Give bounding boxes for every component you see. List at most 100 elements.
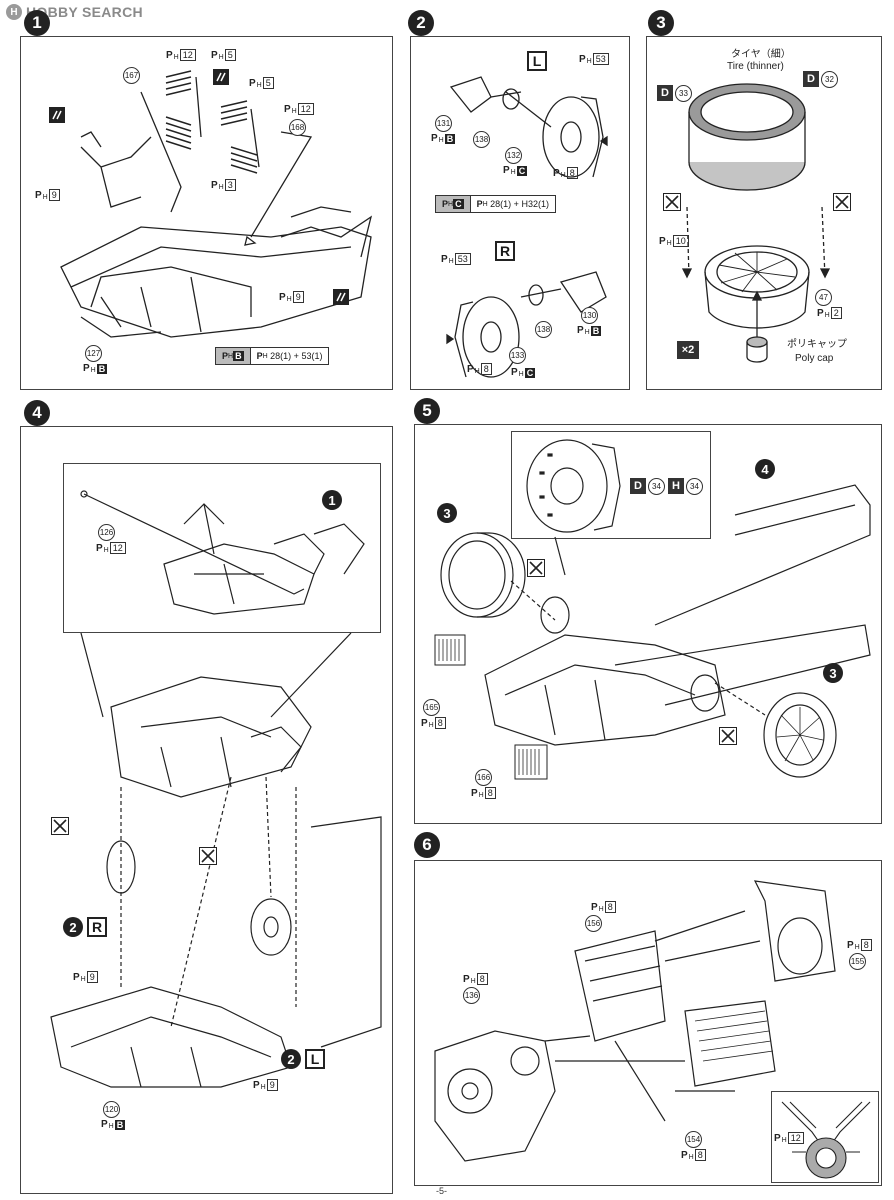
page-number: -5- bbox=[436, 1186, 447, 1196]
logo-text: HOBBY SEARCH bbox=[26, 4, 143, 20]
step-5-badge: 5 bbox=[414, 398, 440, 424]
glue-prohibited-icon bbox=[663, 193, 681, 211]
part-166: 166 bbox=[475, 769, 492, 786]
tire-label-en: Tire (thinner) bbox=[727, 61, 784, 72]
steering-rod-drawing bbox=[80, 490, 365, 615]
step-6-badge: 6 bbox=[414, 832, 440, 858]
side-marker-right: R bbox=[87, 917, 107, 937]
poly-cap-label-en: Poly cap bbox=[795, 353, 834, 364]
sub-step-2r-ref: 2 bbox=[63, 917, 83, 937]
part-120: 120 bbox=[103, 1101, 120, 1118]
v-engine-detail bbox=[781, 1101, 871, 1179]
step-4-badge: 4 bbox=[24, 400, 50, 426]
part-167: 167 bbox=[123, 67, 140, 84]
tire-label-jp: タイヤ（細） bbox=[731, 49, 791, 60]
part-138b: 138 bbox=[535, 321, 552, 338]
poly-cap-label-jp: ポリキャップ bbox=[787, 339, 847, 350]
part-131: 131 bbox=[435, 115, 452, 132]
part-156: 156 bbox=[585, 915, 602, 932]
part-136: 136 bbox=[463, 987, 480, 1004]
part-d34: 34 bbox=[648, 478, 665, 495]
quantity-badge: ×2 bbox=[677, 341, 699, 359]
hobby-search-logo: H HOBBY SEARCH bbox=[6, 4, 143, 20]
glue-prohibited-icon bbox=[527, 559, 545, 577]
sub-step-4-ref: 4 bbox=[755, 459, 775, 479]
part-d32: 32 bbox=[821, 71, 838, 88]
part-165: 165 bbox=[423, 699, 440, 716]
side-marker-left: L bbox=[305, 1049, 325, 1069]
paint-code-d: D bbox=[657, 85, 673, 101]
part-h34: 34 bbox=[686, 478, 703, 495]
part-155: 155 bbox=[849, 953, 866, 970]
part-154: 154 bbox=[685, 1131, 702, 1148]
sub-step-3b-ref: 3 bbox=[823, 663, 843, 683]
glue-prohibited-icon-2 bbox=[199, 847, 217, 865]
side-marker-right: R bbox=[495, 241, 515, 261]
sub-step-2l-ref: 2 bbox=[281, 1049, 301, 1069]
sub-step-3-ref: 3 bbox=[437, 503, 457, 523]
part-138: 138 bbox=[473, 131, 490, 148]
part-127: 127 bbox=[85, 345, 102, 362]
side-marker-left: L bbox=[527, 51, 547, 71]
paint-code-h: H bbox=[668, 478, 684, 494]
wheel-tire-drawing bbox=[681, 83, 831, 363]
step-1-badge: 1 bbox=[24, 10, 50, 36]
part-133: 133 bbox=[509, 347, 526, 364]
part-126: 126 bbox=[98, 524, 115, 541]
step-2-badge: 2 bbox=[408, 10, 434, 36]
glue-prohibited-icon bbox=[51, 817, 69, 835]
chassis-wheel-assembly-drawing bbox=[434, 484, 871, 780]
part-130: 130 bbox=[581, 307, 598, 324]
front-chassis-assembly-drawing bbox=[50, 632, 382, 1088]
glue-prohibited-icon-2 bbox=[833, 193, 851, 211]
paint-code-d2: D bbox=[803, 71, 819, 87]
part-168: 168 bbox=[289, 119, 306, 136]
step-3-badge: 3 bbox=[648, 10, 674, 36]
engine-assembly-drawing bbox=[434, 880, 836, 1162]
part-d33: 33 bbox=[675, 85, 692, 102]
glue-prohibited-icon-2 bbox=[719, 727, 737, 745]
step-5-brake-inset: D 34 H 34 bbox=[511, 431, 711, 539]
part-132: 132 bbox=[505, 147, 522, 164]
